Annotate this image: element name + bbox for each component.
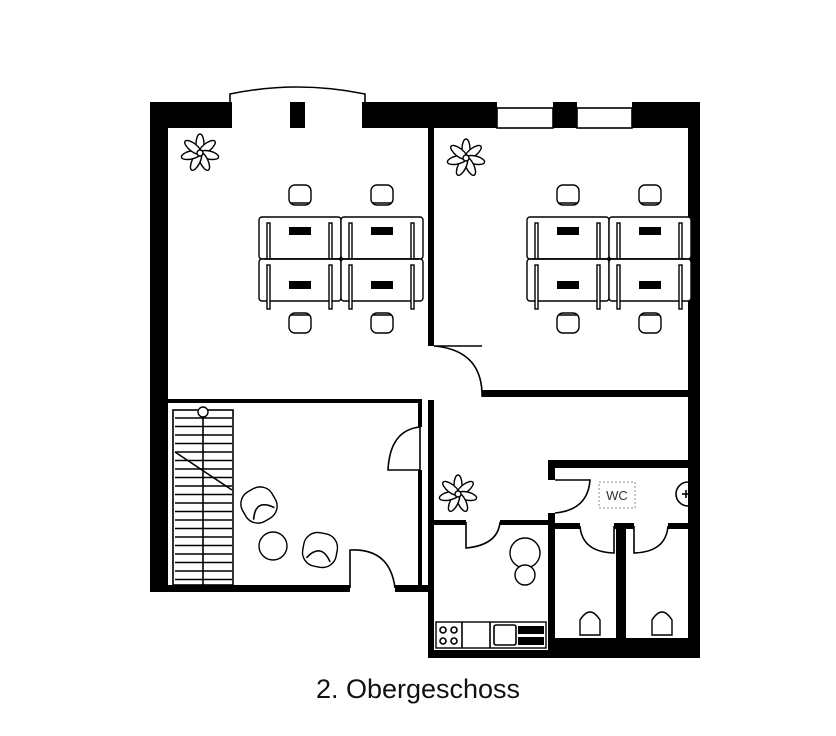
monitor-icon <box>371 281 393 289</box>
door-lounge <box>387 426 421 471</box>
door-wc <box>554 479 591 514</box>
door-office-right <box>433 345 483 393</box>
walls <box>150 102 700 658</box>
monitor-icon <box>639 281 661 289</box>
armchair-icon <box>301 531 339 569</box>
chair-icon <box>514 564 536 586</box>
desk-cluster <box>526 216 692 310</box>
kitchen <box>435 621 547 649</box>
office-chair-icon <box>288 184 312 206</box>
monitor-icon <box>289 281 311 289</box>
wc-fixtures: WC <box>579 481 690 636</box>
windows <box>152 86 633 586</box>
office-chair-icon <box>288 312 312 334</box>
plant-icon <box>446 138 486 176</box>
office-chair-icon <box>638 184 662 206</box>
monitor-icon <box>557 227 579 235</box>
office-chair-icon <box>370 312 394 334</box>
wc-label: WC <box>606 488 628 503</box>
doors <box>349 345 669 589</box>
monitor-icon <box>289 227 311 235</box>
office-chair-icon <box>638 312 662 334</box>
monitor-icon <box>371 227 393 235</box>
door-stall-2 <box>633 525 669 554</box>
side-table <box>258 531 288 561</box>
furniture <box>180 133 692 586</box>
office-chair-icon <box>556 184 580 206</box>
sink-icon <box>675 481 689 507</box>
toilet-icon <box>651 611 673 636</box>
stairs <box>172 406 234 586</box>
office-chair-icon <box>556 312 580 334</box>
round-table <box>509 537 541 569</box>
office-chair-icon <box>370 184 394 206</box>
door-stall-1 <box>579 525 615 554</box>
monitor-icon <box>639 227 661 235</box>
armchair-icon <box>240 486 278 524</box>
toilet-icon <box>579 611 601 636</box>
plant-icon <box>180 133 220 171</box>
floor-title: 2. Obergeschoss <box>315 674 521 704</box>
door-kitchen <box>465 521 501 549</box>
monitor-icon <box>557 281 579 289</box>
plant-icon <box>438 474 478 512</box>
desk-cluster <box>258 216 424 310</box>
door-lounge-bottom <box>349 549 396 589</box>
